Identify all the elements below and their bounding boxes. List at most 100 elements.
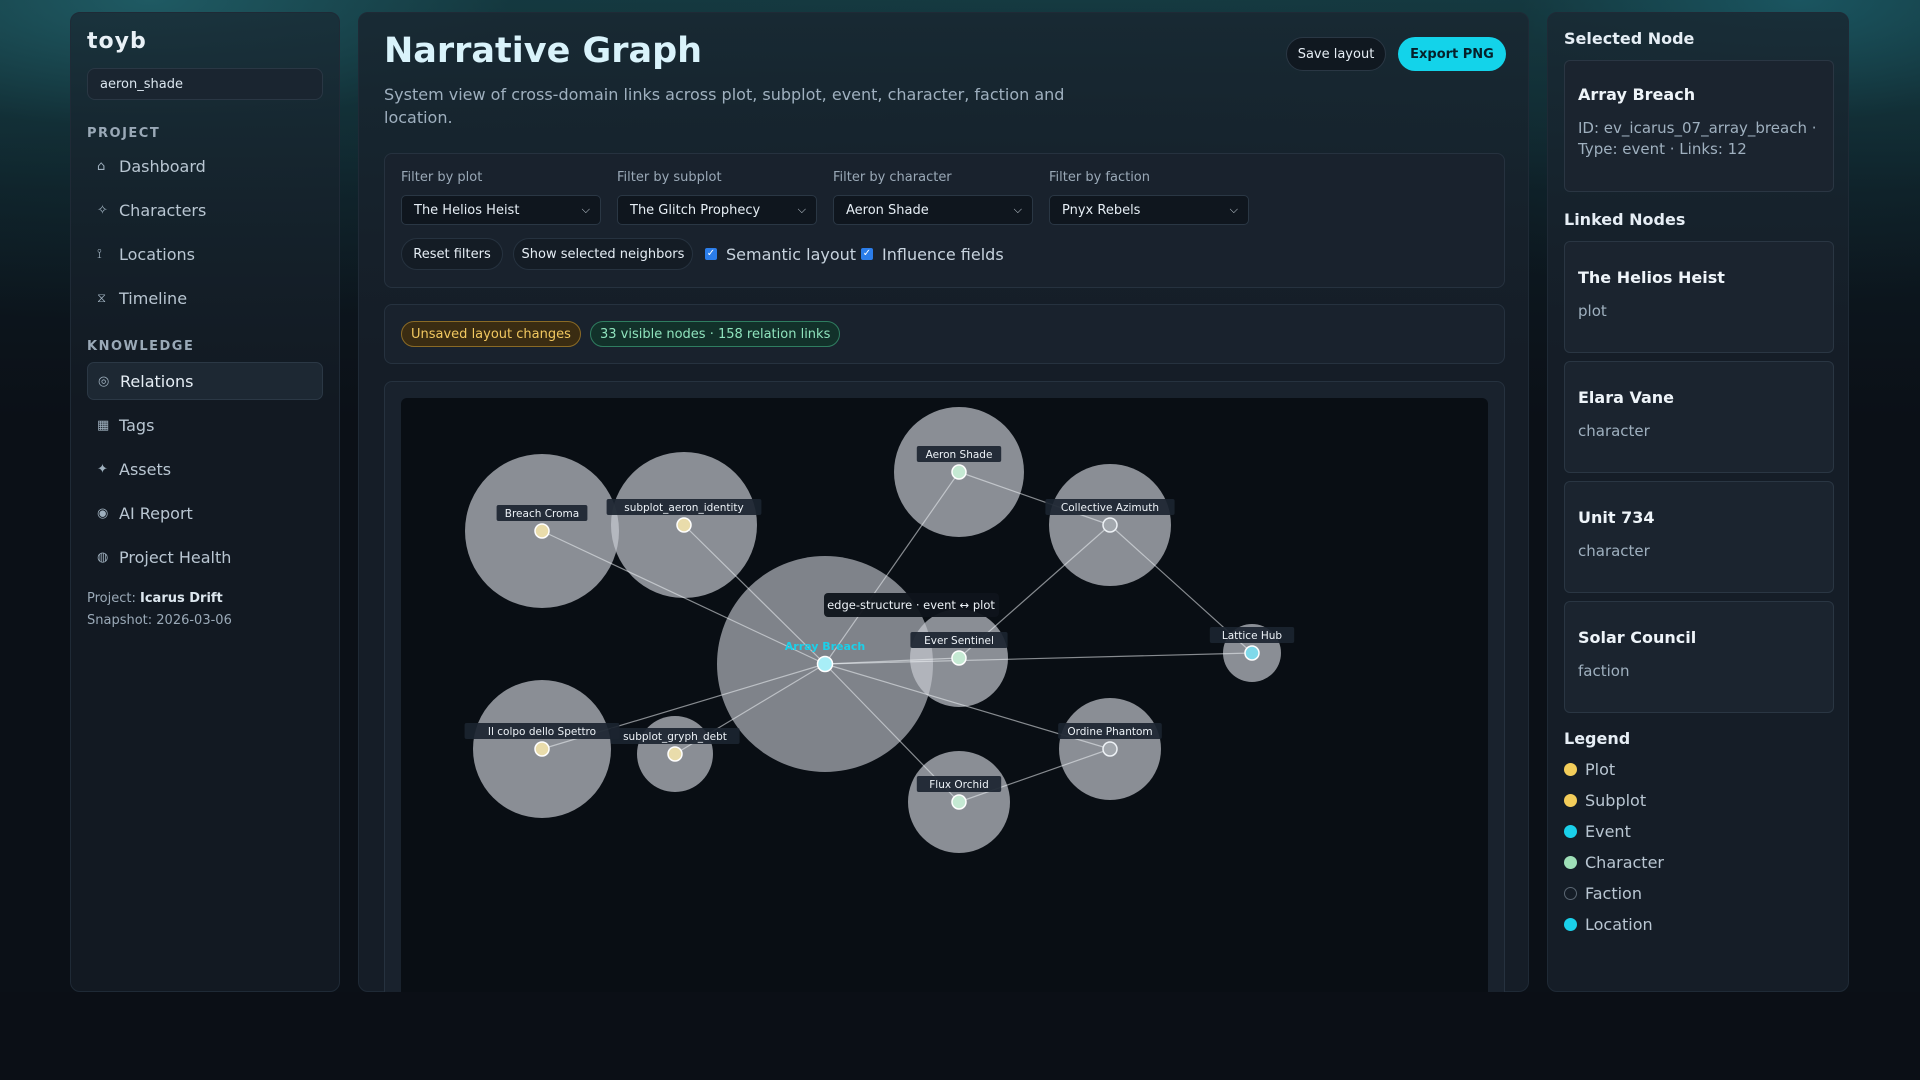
save-layout-button[interactable]: Save layout [1286,37,1386,71]
sidebar-item-label: Project Health [119,547,232,567]
unsaved-badge: Unsaved layout changes [401,321,581,347]
sidebar-item-timeline[interactable]: ⧖ Timeline [87,279,323,317]
label-background [1209,627,1295,643]
status-bar: Unsaved layout changes 33 visible nodes … [384,304,1505,364]
graph-node-label-text: Lattice Hub [1222,630,1283,642]
sidebar-item-label: AI Report [119,503,193,523]
graph-node-event[interactable] [816,655,834,673]
graph-edge[interactable] [541,530,826,665]
character-select[interactable]: Aeron Shade ⌵ [833,195,1033,225]
tooltip-background [824,593,999,617]
radar-icon: ◉ [97,505,109,521]
edge-tooltip: edge-structure · event ↔ plot [824,593,999,617]
graph-node-label: subplot_gryph_debt [610,728,740,744]
graph-node-label-text: subplot_gryph_debt [623,731,727,743]
sidebar-item-project-health[interactable]: ◍ Project Health [87,538,323,576]
graph-node-character[interactable] [951,650,967,666]
legend-label: Plot [1585,760,1616,779]
linked-node-card[interactable]: Elara Vane character [1564,361,1834,473]
plot-select[interactable]: The Helios Heist ⌵ [401,195,601,225]
linked-node-type: faction [1578,662,1630,680]
graph-node-label: Flux Orchid [916,776,1002,792]
graph-node-faction[interactable] [1102,517,1118,533]
filter-faction: Filter by faction Pnyx Rebels ⌵ [1049,170,1249,225]
graph-edge[interactable] [958,471,1111,526]
label-background [496,505,588,521]
pin-icon: ⟟ [97,246,102,262]
graph-edge[interactable] [824,652,1253,665]
export-png-button[interactable]: Export PNG [1398,37,1506,71]
sparkle-icon: ✧ [97,202,108,218]
graph-node-faction[interactable] [1102,741,1118,757]
chevron-down-icon: ⌵ [581,203,590,216]
legend-label: Event [1585,822,1631,841]
star-icon: ✦ [97,461,108,477]
filter-subplot: Filter by subplot The Glitch Prophecy ⌵ [617,170,817,225]
legend-dot-icon [1564,825,1577,838]
hourglass-icon: ⧖ [97,290,107,306]
legend-label: Subplot [1585,791,1647,810]
project-line: Project: Icarus Drift [87,588,323,610]
chevron-down-icon: ⌵ [1013,203,1022,216]
sidebar-item-label: Assets [119,459,172,479]
filter-label: Filter by plot [401,170,483,185]
graph-node-label-text: Breach Croma [505,508,579,520]
graph-edge[interactable] [958,748,1111,803]
reset-filters-button[interactable]: Reset filters [401,238,503,270]
linked-node-card[interactable]: Unit 734 character [1564,481,1834,593]
linked-node-card[interactable]: Solar Council faction [1564,601,1834,713]
graph-edge[interactable] [824,471,960,665]
influence-fields-checkbox[interactable]: ✓ Influence fields [861,238,1004,270]
checkbox-label: Influence fields [882,244,1004,264]
show-neighbors-button[interactable]: Show selected neighbors [513,238,693,270]
sidebar-item-dashboard[interactable]: ⌂ Dashboard [87,147,323,185]
graph-node-character[interactable] [951,464,967,480]
legend-label: Location [1585,915,1653,934]
label-background [464,723,620,739]
legend-item: Location [1564,909,1832,940]
linked-node-type: plot [1578,302,1607,320]
legend-label: Faction [1585,884,1642,903]
graph-node-label-text: Aeron Shade [926,449,993,461]
sidebar-item-assets[interactable]: ✦ Assets [87,450,323,488]
tooltip-text: edge-structure · event ↔ plot [827,598,995,612]
graph-node-plot[interactable] [534,523,550,539]
graph-node-label: subplot_aeron_identity [606,499,762,515]
linked-node-card[interactable]: The Helios Heist plot [1564,241,1834,353]
faction-select[interactable]: Pnyx Rebels ⌵ [1049,195,1249,225]
graph-node-label: Il colpo dello Spettro [464,723,620,739]
legend-item: Faction [1564,878,1832,909]
graph-node-character[interactable] [951,794,967,810]
sidebar-item-relations[interactable]: ◎ Relations [87,362,323,400]
graph-node-subplot[interactable] [667,746,683,762]
sidebar-item-ai-report[interactable]: ◉ AI Report [87,494,323,532]
label-background [1045,499,1175,515]
filter-label: Filter by faction [1049,170,1150,185]
legend-dot-icon [1564,918,1577,931]
select-value: Aeron Shade [846,202,929,218]
sidebar-item-characters[interactable]: ✧ Characters [87,191,323,229]
linked-node-title: Solar Council [1578,628,1697,647]
graph-node-label-text: Ever Sentinel [924,635,994,647]
sidebar-item-locations[interactable]: ⟟ Locations [87,235,323,273]
graph-node-subplot[interactable] [676,517,692,533]
graph-node-location[interactable] [1244,645,1260,661]
linked-node-type: character [1578,542,1650,560]
filter-character: Filter by character Aeron Shade ⌵ [833,170,1033,225]
graph-edge[interactable] [683,524,826,665]
graph-node-plot[interactable] [534,741,550,757]
sidebar-item-label: Timeline [119,288,188,308]
sidebar-item-tags[interactable]: ▦ Tags [87,406,323,444]
search-input[interactable] [87,68,323,100]
selected-node-title: Array Breach [1578,85,1696,104]
select-value: Pnyx Rebels [1062,202,1141,218]
legend-dot-icon [1564,887,1577,900]
chevron-down-icon: ⌵ [1229,203,1238,216]
subplot-select[interactable]: The Glitch Prophecy ⌵ [617,195,817,225]
target-icon: ◎ [98,373,110,389]
semantic-layout-checkbox[interactable]: ✓ Semantic layout [705,238,856,270]
main-panel: Narrative Graph System view of cross-dom… [358,12,1529,993]
